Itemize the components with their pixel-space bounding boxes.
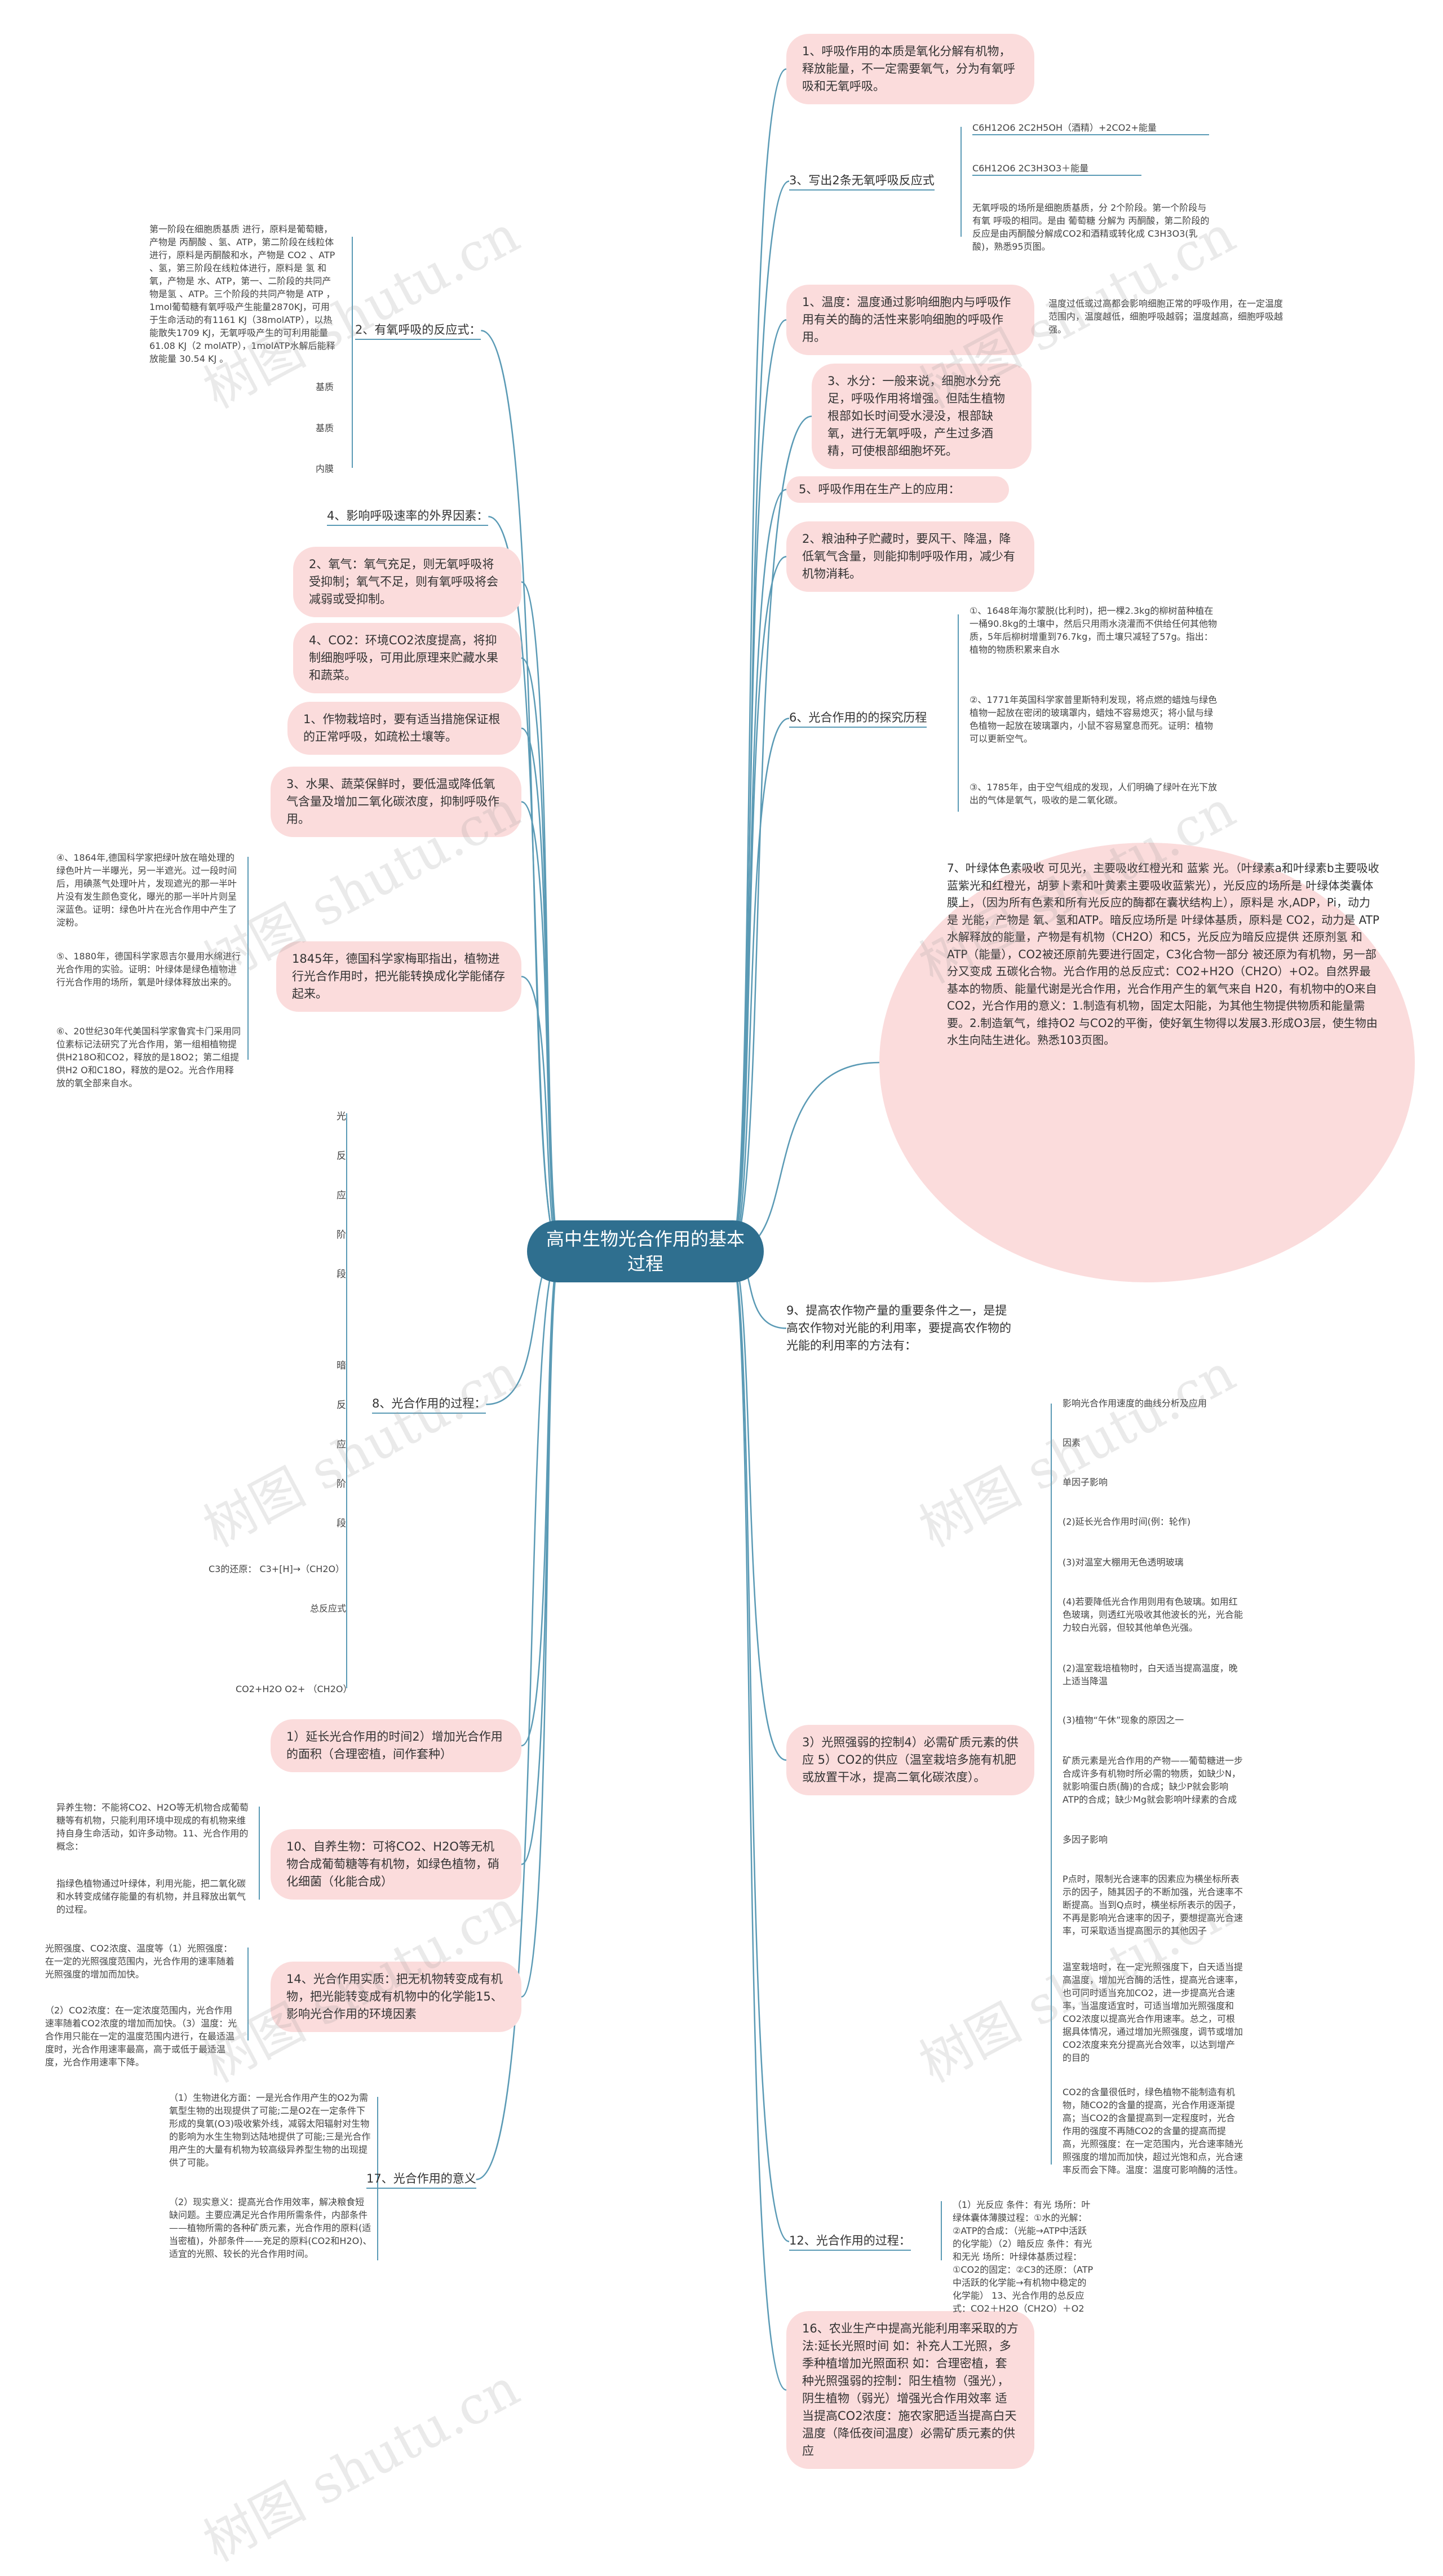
branch-respiration-factors[interactable]: 4、影响呼吸速率的外界因素： bbox=[327, 507, 489, 526]
history-1771: ②、1771年英国科学家普里斯特利发现，将点燃的蜡烛与绿色植物一起放在密闭的玻璃… bbox=[970, 694, 1218, 744]
branch-autotroph[interactable]: 10、自养生物：可将CO2、H2O等无机物合成葡萄糖等有机物，如绿色植物，硝化细… bbox=[271, 1829, 521, 1900]
branch-anaerobic-equations[interactable]: 3、写出2条无氧呼吸反应式 bbox=[789, 172, 935, 191]
photosynthesis-definition: 指绿色植物通过叶绿体，利用光能，把二氧化碳和水转变成储存能量的有机物，并且释放出… bbox=[56, 1878, 246, 1915]
branch-agriculture-utilization[interactable]: 16、农业生产中提高光能利用率采取的方法:延长光照时间 如：补充人工光照，多季种… bbox=[786, 2311, 1034, 2469]
total-equation: CO2+H2O O2+ （CH2O） bbox=[236, 1684, 352, 1694]
branch-photosynthesis-process[interactable]: 12、光合作用的过程： bbox=[789, 2232, 911, 2251]
anaerobic-equation-1: C6H12O6 2C2H5OH（酒精）+2CO2+能量 bbox=[972, 121, 1209, 135]
light-stage-char-2: 反 bbox=[337, 1150, 346, 1162]
branch-oxygen[interactable]: 2、氧气：氧气充足，则无氧呼吸将受抑制；氧气不足，则有氧呼吸将会减弱或受抑制。 bbox=[293, 547, 521, 617]
link-l11 bbox=[521, 1250, 562, 1998]
light-stage-char-3: 应 bbox=[337, 1190, 346, 1201]
branch-light-utilization[interactable]: 9、提高农作物产量的重要条件之一，是提高农作物对光能的利用率，要提高农作物的光能… bbox=[786, 1302, 1017, 1355]
branch-respiration-application[interactable]: 5、呼吸作用在生产上的应用： bbox=[786, 476, 1009, 503]
site-inner-membrane: 内膜 bbox=[316, 463, 334, 474]
meaning-practical: （2）现实意义：提高光合作用效率，解决粮食短缺问题。主要应满足光合作用所需条件，… bbox=[169, 2197, 372, 2259]
light-stage-char-4: 阶 bbox=[337, 1229, 346, 1241]
branch-essence-factors[interactable]: 14、光合作用实质：把无机物转变成有机物，把光能转变成有机物中的化学能15、影响… bbox=[271, 1962, 521, 2032]
link-r1 bbox=[729, 68, 787, 1252]
factor-greenhouse-cultivation: 温室栽培时，在一定光照强度下，白天适当提高温度，增加光合酶的活性，提高光合速率，… bbox=[1063, 1962, 1243, 2063]
total-equation-label: 总反应式 bbox=[310, 1603, 347, 1614]
factor-colored-glass: (4)若要降低光合作用则用有色玻璃。如用红色玻璃，则透红光吸收其他波长的光，光合… bbox=[1063, 1596, 1243, 1633]
branch-water[interactable]: 3、水分：一般来说，细胞水分充足，呼吸作用将增强。但陆生植物根部如长时间受水浸没… bbox=[812, 364, 1032, 469]
dark-stage-char-4: 阶 bbox=[337, 1479, 346, 1490]
factor-label: 因素 bbox=[1063, 1437, 1081, 1448]
history-1648: ①、1648年海尔蒙脱(比利时)，把一棵2.3kg的柳树苗种植在一桶90.8kg… bbox=[970, 605, 1218, 655]
link-l6 bbox=[521, 801, 562, 1252]
factor-multiple: 多因子影响 bbox=[1063, 1834, 1108, 1845]
link-l12 bbox=[476, 1250, 561, 2180]
link-r8 bbox=[729, 1061, 880, 1252]
site-matrix-2: 基质 bbox=[316, 423, 334, 433]
temperature-note: 温度过低或过高都会影响细胞正常的呼吸作用，在一定温度范围内，温度越低，细胞呼吸越… bbox=[1048, 298, 1283, 335]
factor-co2-content: CO2的含量很低时，绿色植物不能制造有机物，随CO2的含量的提高，光合作用逐渐提… bbox=[1063, 2087, 1243, 2175]
dark-stage-char-1: 暗 bbox=[337, 1360, 346, 1371]
link-r7 bbox=[729, 718, 790, 1252]
process-detail: （1）光反应 条件：有光 场所：叶绿体囊体薄膜过程：①水的光解：②ATP的合成：… bbox=[953, 2199, 1094, 2314]
history-1785: ③、1785年，由于空气组成的发现，人们明确了绿叶在光下放出的气体是氧气，吸收的… bbox=[970, 782, 1218, 805]
link-r2 bbox=[729, 180, 790, 1252]
factor-greenhouse-temp: (2)温室栽培植物时，白天适当提高温度，晚上适当降温 bbox=[1063, 1663, 1238, 1687]
branch-process-stages[interactable]: 8、光合作用的过程： bbox=[372, 1395, 486, 1414]
link-r6 bbox=[729, 556, 787, 1252]
aerobic-detail: 第一阶段在细胞质基质 进行，原料是葡萄糖，产物是 丙酮酸 、氢、ATP，第二阶段… bbox=[149, 224, 338, 364]
link-l9 bbox=[521, 1250, 562, 1747]
branch-light-intensity-control[interactable]: 3）光照强弱的控制4）必需矿质元素的供应 5）CO2的供应（温室栽培多施有机肥或… bbox=[786, 1725, 1034, 1795]
factor-curve-analysis: 影响光合作用速度的曲线分析及应用 bbox=[1063, 1398, 1207, 1409]
branch-temperature[interactable]: 1、温度：温度通过影响细胞内与呼吸作用有关的酶的活性来影响细胞的呼吸作用。 bbox=[786, 285, 1034, 355]
meaning-evolution: （1）生物进化方面：一是光合作用产生的O2为需氧型生物的出现提供了可能;二是O2… bbox=[169, 2092, 371, 2168]
branch-significance[interactable]: 17、光合作用的意义 bbox=[366, 2170, 476, 2189]
branch-aerobic-equation[interactable]: 2、有氧呼吸的反应式： bbox=[355, 321, 481, 340]
factor-extend-time: (2)延长光合作用时间(例：轮作) bbox=[1063, 1516, 1191, 1527]
branch-co2-storage[interactable]: 4、CO2：环境CO2浓度提高，将抑制细胞呼吸，可用此原理来贮藏水果和蔬菜。 bbox=[293, 623, 521, 693]
history-1864: ④、1864年,德国科学家把绿叶放在暗处理的绿色叶片一半曝光，另一半遮光。过一段… bbox=[56, 852, 237, 928]
env-light: 光照强度、CO2浓度、温度等（1）光照强度：在一定的光照强度范围内，光合作用的速… bbox=[45, 1943, 235, 1980]
central-topic[interactable]: 高中生物光合作用的基本过程 bbox=[527, 1220, 764, 1282]
env-co2-temp: （2）CO2浓度：在一定浓度范围内，光合作用速率随着CO2浓度的增加而加快。（3… bbox=[45, 2005, 237, 2068]
site-matrix-1: 基质 bbox=[316, 382, 334, 392]
factor-mineral: 矿质元素是光合作用的产物——葡萄糖进一步合成许多有机物时所必需的物质，如缺少N，… bbox=[1063, 1755, 1243, 1805]
factor-p-point: P点时，限制光合速率的因素应为横坐标所表示的因子，随其因子的不断加强，光合速率不… bbox=[1063, 1874, 1243, 1936]
branch-grain-storage[interactable]: 2、粮油种子贮藏时，要风干、降温，降低氧气含量，则能抑制呼吸作用，减少有机物消耗… bbox=[786, 521, 1034, 592]
branch-fruit-preservation[interactable]: 3、水果、蔬菜保鲜时，要低温或降低氧气含量及增加二氧化碳浓度，抑制呼吸作用。 bbox=[271, 767, 521, 837]
dark-stage-char-2: 反 bbox=[337, 1400, 346, 1411]
link-r3 bbox=[729, 319, 787, 1252]
history-1930s: ⑥、20世纪30年代美国科学家鲁宾卡门采用同位素标记法研究了光合作用，第一组相植… bbox=[56, 1026, 241, 1088]
link-r5 bbox=[729, 489, 787, 1252]
branch-extend-light-time[interactable]: 1）延长光合作用的时间2）增加光合作用的面积（合理密植，间作套种） bbox=[271, 1719, 521, 1772]
heterotroph-note: 异养生物：不能将CO2、H2O等无机物合成葡萄糖等有机物，只能利用环境中现成的有… bbox=[56, 1802, 249, 1852]
c3-reduction: C3的还原： C3+[H]→（CH2O） bbox=[209, 1564, 345, 1574]
branch-mayer-1845[interactable]: 1845年，德国科学家梅耶指出，植物进行光合作用时，把光能转换成化学能储存起来。 bbox=[276, 941, 521, 1012]
factor-single: 单因子影响 bbox=[1063, 1477, 1108, 1488]
dark-stage-char-3: 应 bbox=[337, 1439, 346, 1450]
factor-noon-rest: (3)植物“午休”现象的原因之一 bbox=[1063, 1715, 1184, 1725]
branch-crop-cultivation[interactable]: 1、作物栽培时，要有适当措施保证根的正常呼吸，如疏松土壤等。 bbox=[287, 702, 521, 755]
branch-respiration-essence[interactable]: 1、呼吸作用的本质是氧化分解有机物，释放能量，不一定需要氧气，分为有氧呼吸和无氧… bbox=[786, 34, 1034, 104]
history-1880: ⑤、1880年，德国科学家恩吉尔曼用水绵进行光合作用的实验。证明：叶绿体是绿色植… bbox=[56, 951, 241, 988]
factor-glass: (3)对温室大棚用无色透明玻璃 bbox=[1063, 1557, 1184, 1568]
branch-photosynthesis-history[interactable]: 6、光合作用的的探究历程 bbox=[789, 709, 927, 728]
anaerobic-equation-2: C6H12O6 2C3H3O3＋能量 bbox=[972, 162, 1141, 176]
light-stage-char-1: 光 bbox=[337, 1111, 346, 1122]
light-stage-char-5: 段 bbox=[337, 1269, 346, 1280]
link-r11 bbox=[729, 1250, 790, 2242]
anaerobic-site-note: 无氧呼吸的场所是细胞质基质，分 2个阶段。第一个阶段与 有氧 呼吸的相同。是由 … bbox=[972, 202, 1210, 252]
branch-chlorophyll-light-reaction[interactable]: 7、叶绿体色素吸收 可见光，主要吸收红橙光和 蓝紫 光。（叶绿素a和叶绿素b主要… bbox=[879, 843, 1415, 1282]
link-r12 bbox=[729, 1250, 787, 2391]
dark-stage-char-5: 段 bbox=[337, 1518, 346, 1529]
